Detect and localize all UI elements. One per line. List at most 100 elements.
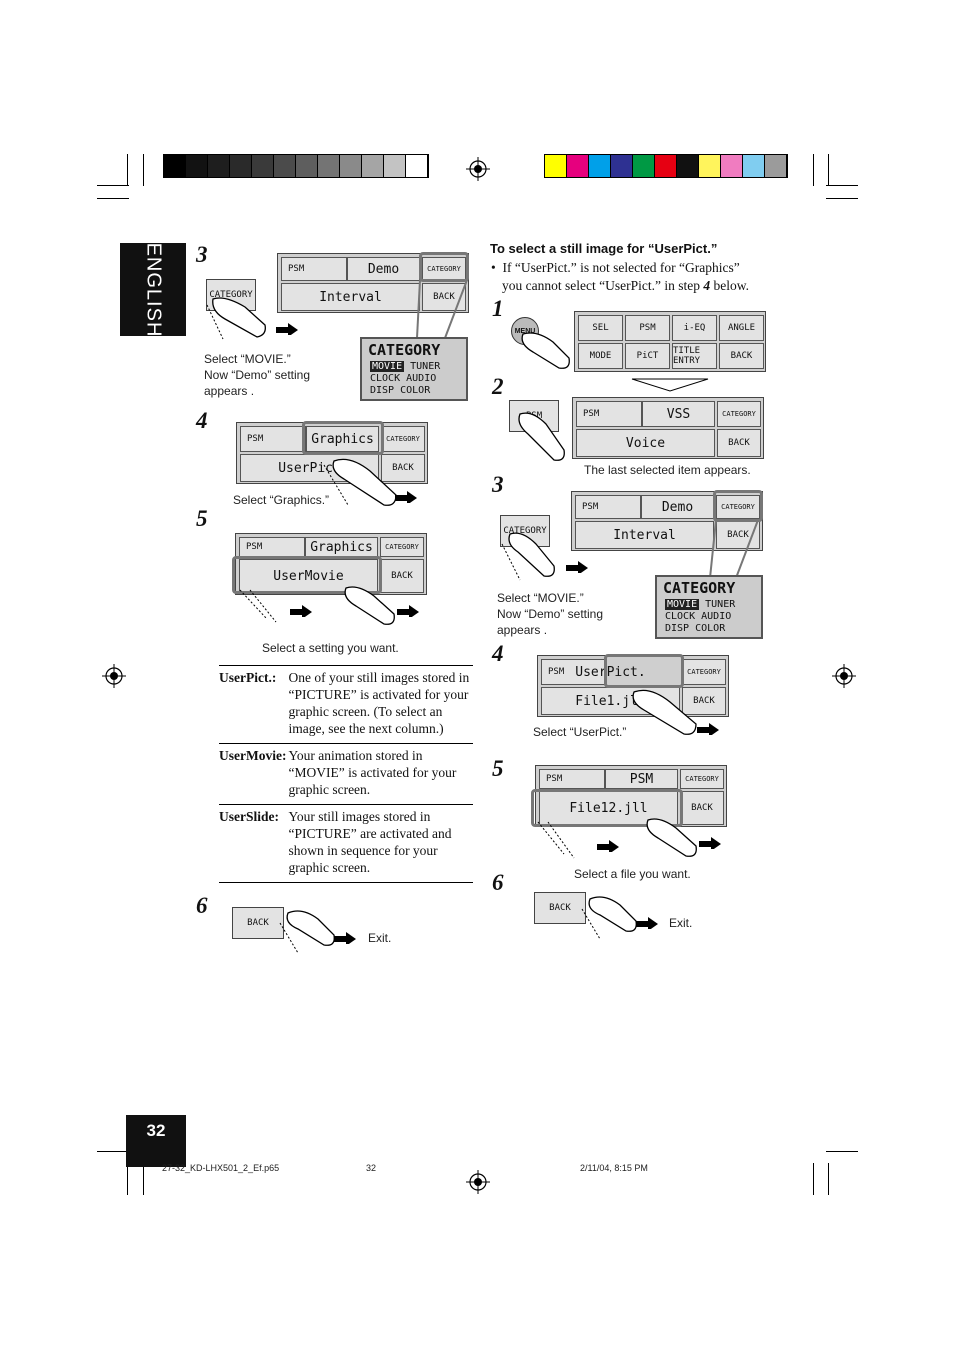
arrow-right-icon <box>290 605 312 617</box>
category-tuner: TUNER <box>705 599 736 610</box>
menu-item[interactable]: PSM <box>625 315 670 341</box>
psm-label: PSM <box>583 409 600 419</box>
back-button[interactable]: BACK <box>232 907 284 939</box>
crop-mark <box>127 1163 128 1195</box>
file-label: File1.jll <box>575 693 646 709</box>
category-label: CATEGORY <box>209 290 253 300</box>
crop-mark <box>97 185 129 186</box>
back-button[interactable]: BACK <box>534 892 586 924</box>
graphics-label: Graphics <box>310 539 373 555</box>
selection-highlight <box>232 556 382 594</box>
caption-line: Now “Demo” setting <box>204 368 311 382</box>
crop-mark <box>813 1163 814 1195</box>
crop-mark <box>828 154 829 186</box>
category-label: CATEGORY <box>503 526 547 536</box>
crop-mark <box>127 154 128 186</box>
caption-line: appears . <box>497 623 548 637</box>
category-movie: MOVIE <box>370 361 405 372</box>
gray-swatch <box>274 155 296 177</box>
definition-text: Your animation stored in “MOVIE” is acti… <box>288 748 457 797</box>
finger-icon <box>521 332 570 369</box>
menu-item[interactable]: i-EQ <box>672 315 717 341</box>
finger-icon <box>323 458 397 506</box>
color-swatch <box>743 155 765 177</box>
lcd-display: PSM Demo Interval CATEGORY BACK <box>277 253 469 313</box>
back-label: BACK <box>728 438 750 448</box>
demo-label: Demo <box>661 499 694 515</box>
finger-icon <box>537 821 575 859</box>
menu-item[interactable]: PiCT <box>625 343 670 369</box>
crop-mark <box>97 1151 129 1152</box>
category-title: CATEGORY <box>368 341 441 359</box>
color-swatch <box>765 155 787 177</box>
step-caption: Exit. <box>669 916 693 930</box>
step-number: 3 <box>492 472 504 497</box>
step-number: 6 <box>492 870 504 895</box>
lcd-display: PSM VSS Voice CATEGORY BACK <box>572 397 764 459</box>
crop-mark <box>143 154 144 186</box>
menu-item[interactable]: ANGLE <box>719 315 764 341</box>
selection-highlight <box>604 654 684 688</box>
selection-highlight <box>531 789 683 827</box>
psm-label: PSM <box>546 774 563 784</box>
definition-row: UserPict.:One of your still images store… <box>219 665 473 744</box>
userpict-label: UserPict <box>278 460 341 476</box>
page-number: 32 <box>126 1115 186 1167</box>
back-label: BACK <box>693 696 715 706</box>
arrow-right-icon <box>636 917 658 929</box>
gray-swatch <box>186 155 208 177</box>
crop-mark <box>828 1163 829 1195</box>
psm-label: PSM <box>548 667 565 677</box>
selection-highlight <box>713 490 763 522</box>
category-label: CATEGORY <box>687 668 721 676</box>
step-number: 4 <box>196 408 208 433</box>
step-caption: Select “Graphics.” <box>233 493 330 507</box>
menu-item[interactable]: TITLE ENTRY <box>672 343 717 369</box>
registration-mark-icon <box>466 1170 490 1194</box>
gray-swatch <box>230 155 252 177</box>
finger-icon <box>279 910 335 954</box>
menu-item[interactable]: MODE <box>578 343 623 369</box>
gray-swatch <box>208 155 230 177</box>
language-tab: ENGLISH <box>120 242 186 337</box>
down-arrow-icon <box>631 378 709 392</box>
lcd-display: PSM PSM File12.jll CATEGORY BACK <box>535 765 727 827</box>
step-number: 2 <box>492 374 504 399</box>
step-number: 1 <box>492 296 504 321</box>
finger-icon <box>581 896 637 940</box>
category-label: CATEGORY <box>427 265 461 273</box>
caption-line: Now “Demo” setting <box>497 607 604 621</box>
step-number: 5 <box>196 506 208 531</box>
arrow-right-icon <box>699 837 721 849</box>
category-label: CATEGORY <box>385 543 419 551</box>
menu-item[interactable]: SEL <box>578 315 623 341</box>
note-step-ref: 4 <box>703 278 711 293</box>
color-swatch <box>545 155 567 177</box>
crop-mark <box>97 198 129 199</box>
menu-item[interactable]: BACK <box>719 343 764 369</box>
definition-term: UserMovie: <box>219 748 287 763</box>
psm-label: PSM <box>247 434 264 444</box>
crop-mark <box>826 198 858 199</box>
selection-highlight <box>419 252 469 282</box>
step-number: 3 <box>196 242 208 267</box>
step-number: 4 <box>492 641 504 666</box>
category-audio: AUDIO <box>701 611 732 622</box>
gray-swatch <box>362 155 384 177</box>
finger-icon <box>646 818 697 857</box>
psm-label: PSM <box>629 771 654 787</box>
finger-icon <box>518 412 565 461</box>
definition-text: One of your still images stored in “PICT… <box>288 670 470 736</box>
file-label: File12.jll <box>569 800 648 816</box>
note: • If “UserPict.” is not selected for “Gr… <box>491 260 749 293</box>
gray-swatch <box>296 155 318 177</box>
category-clock: CLOCK <box>370 373 401 384</box>
category-title: CATEGORY <box>663 579 736 597</box>
registration-mark-icon <box>832 664 856 688</box>
color-swatch <box>721 155 743 177</box>
color-swatch <box>567 155 589 177</box>
back-label: BACK <box>549 903 571 913</box>
color-swatch <box>589 155 611 177</box>
color-swatch <box>677 155 699 177</box>
